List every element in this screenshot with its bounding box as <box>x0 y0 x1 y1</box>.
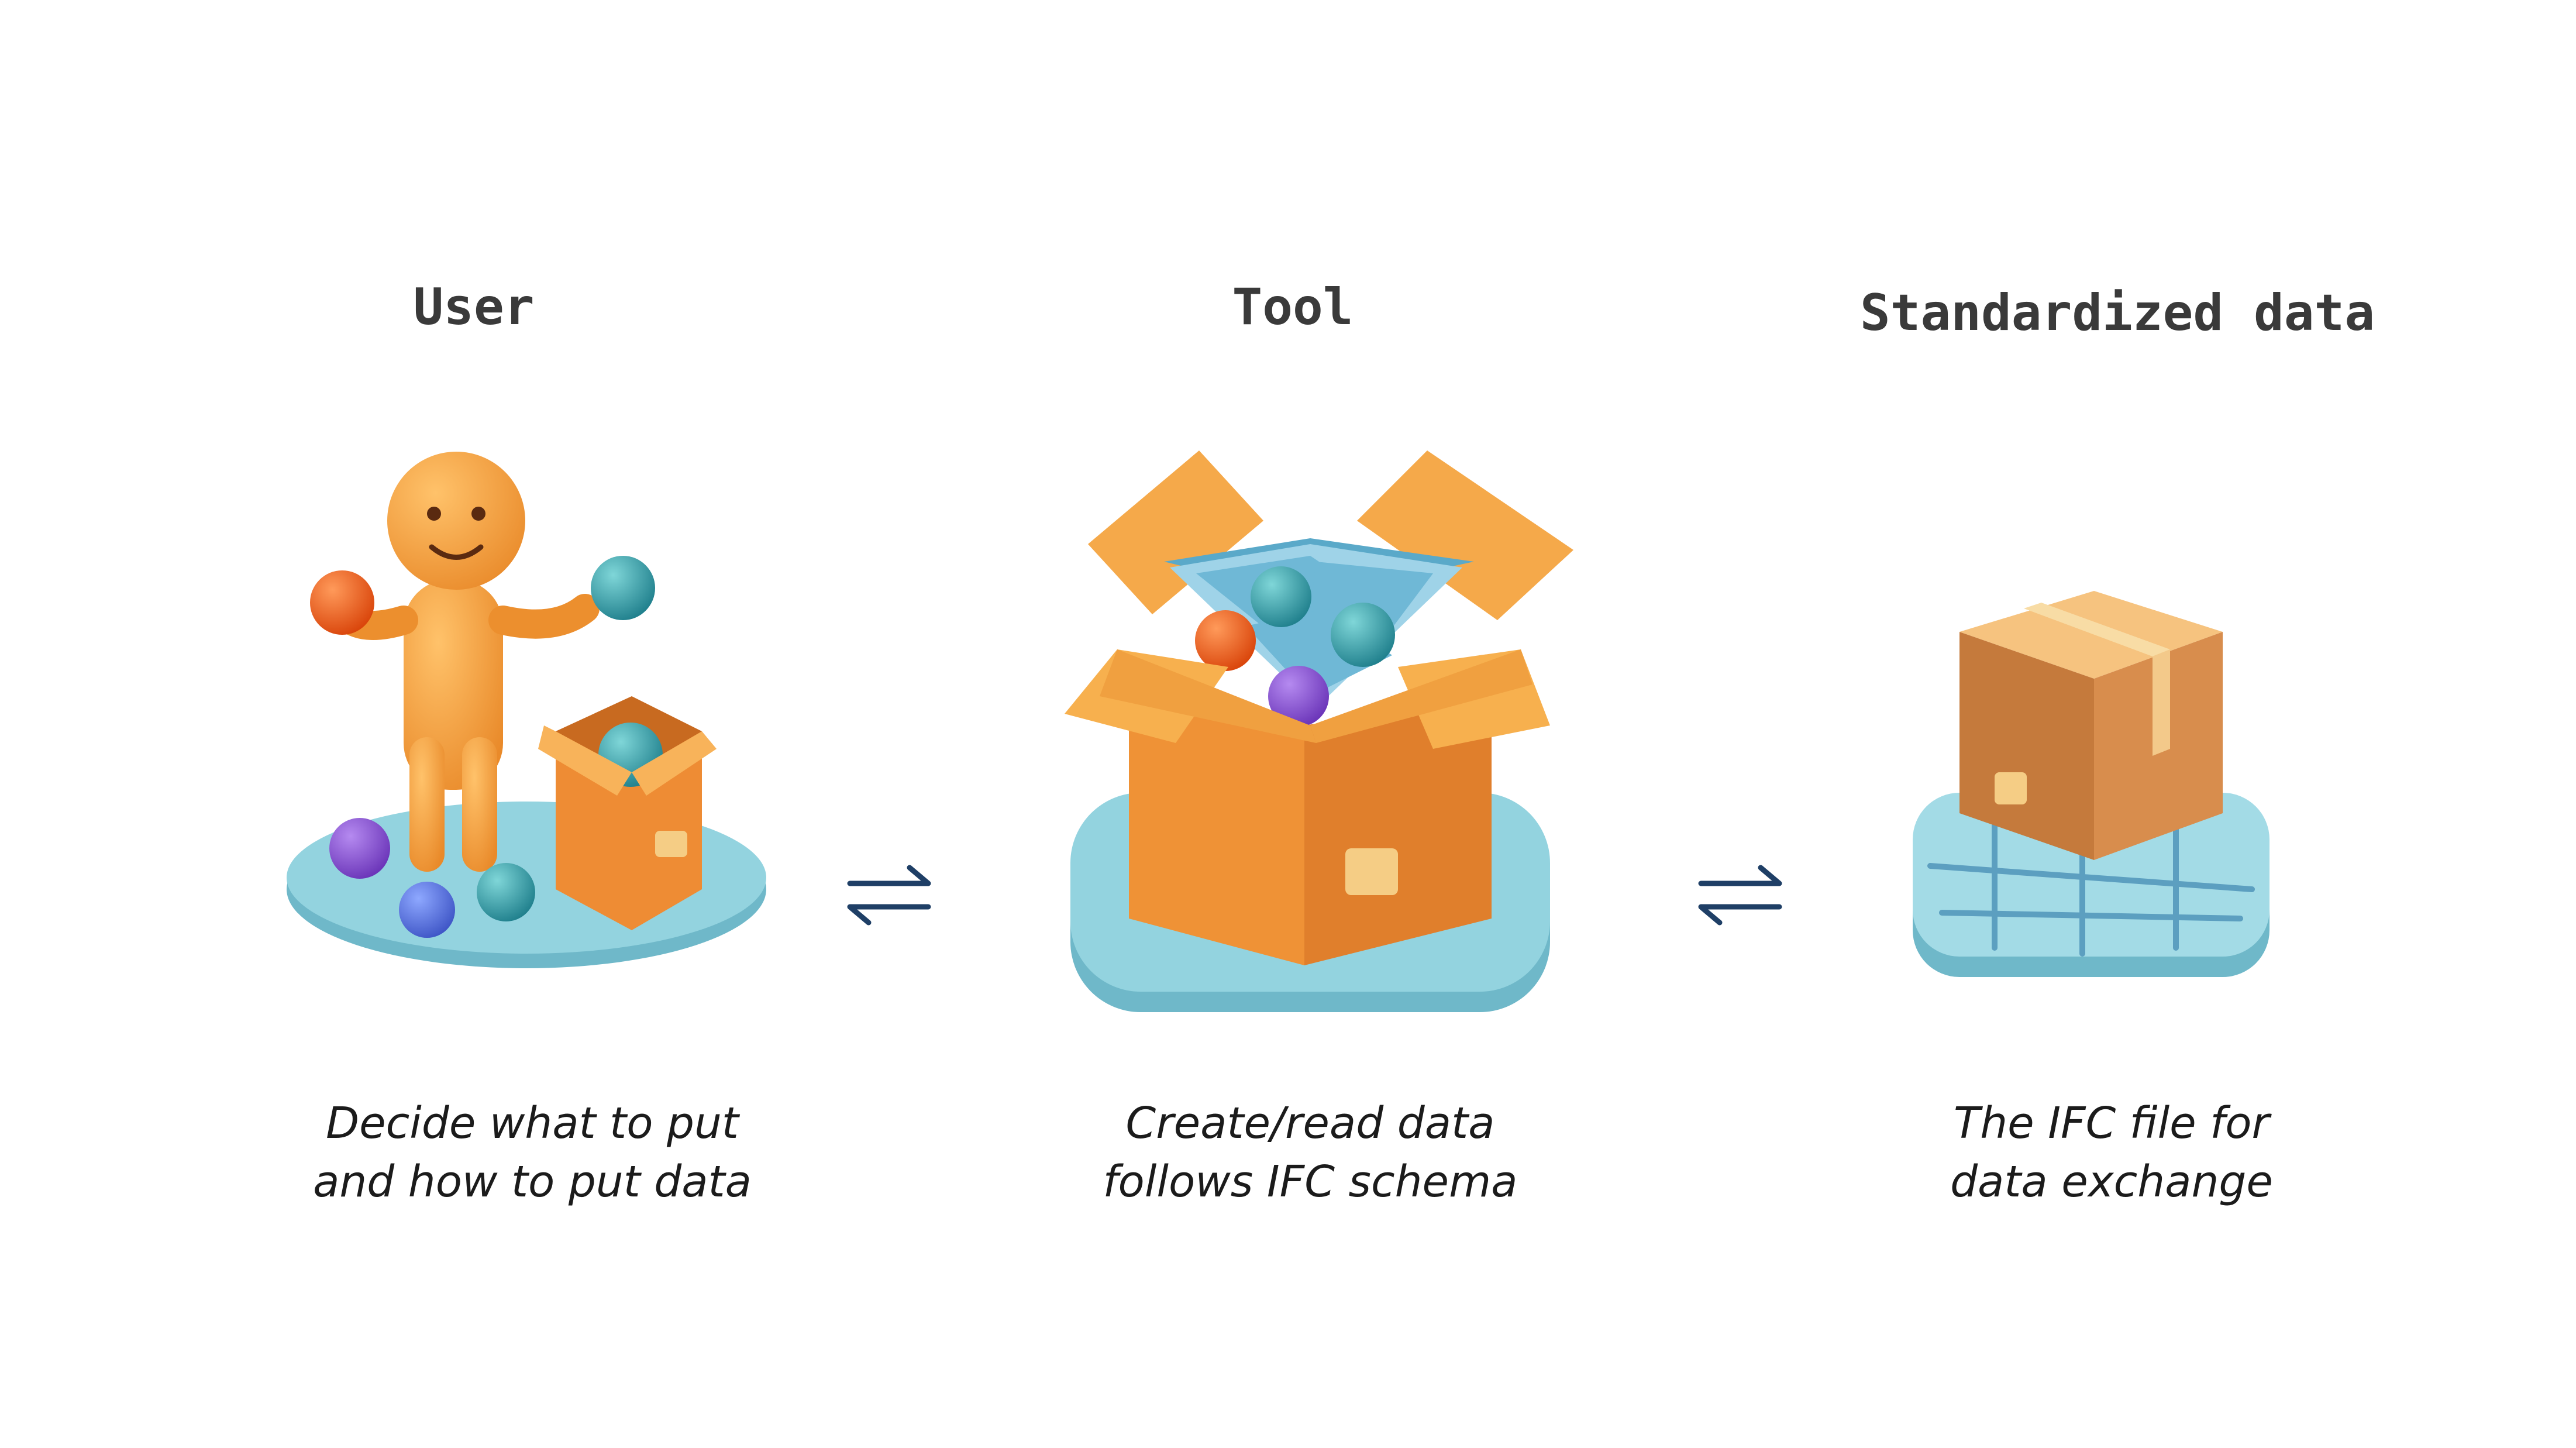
bidirectional-arrows-icon <box>1698 865 1782 926</box>
caption-line: The IFC file for <box>1954 1098 2270 1148</box>
column-title-standardized-data: Standardized data <box>1859 284 2375 342</box>
package-on-grid-icon <box>1913 591 2270 977</box>
caption-tool: Create/read data follows IFC schema <box>959 1094 1661 1211</box>
caption-line: Decide what to put <box>326 1098 739 1148</box>
caption-line: follows IFC schema <box>1103 1157 1518 1207</box>
caption-line: and how to put data <box>313 1157 752 1207</box>
user-figure-icon <box>287 452 766 968</box>
bidirectional-arrows-icon <box>847 865 931 926</box>
caption-line: data exchange <box>1950 1157 2273 1207</box>
caption-user: Decide what to put and how to put data <box>181 1094 883 1211</box>
column-title-user: User <box>413 278 535 336</box>
open-box-icon <box>1065 450 1573 1012</box>
column-title-tool: Tool <box>1232 278 1354 336</box>
caption-line: Create/read data <box>1125 1098 1495 1148</box>
caption-standardized-data: The IFC file for data exchange <box>1761 1094 2463 1211</box>
